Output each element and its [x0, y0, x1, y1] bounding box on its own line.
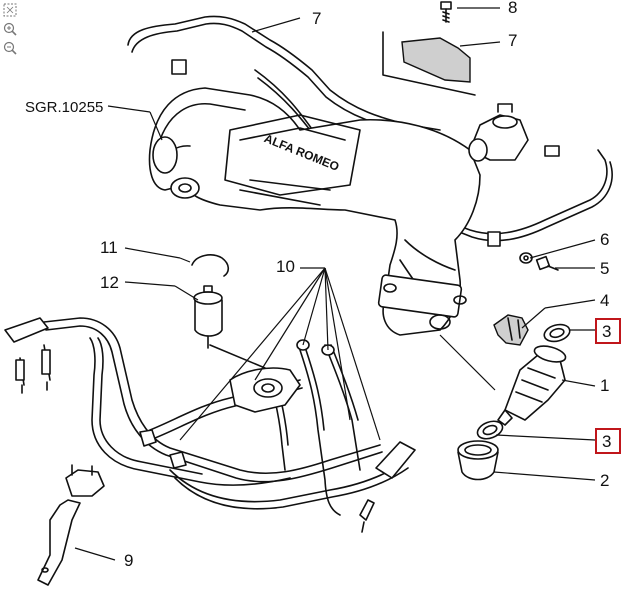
callout-5: 5 [600, 259, 609, 278]
callout-12: 11 [100, 238, 118, 257]
reference-code-label: SGR.10255 [25, 99, 103, 116]
callout-7: 7 [312, 9, 321, 28]
bolt-part-9 [440, 1, 452, 23]
screw-part-5 [535, 255, 559, 271]
callout-11: 10 [276, 257, 295, 276]
callout-3-lower: 3 [602, 432, 611, 451]
hose-harness-part-11 [4, 317, 416, 533]
highlighted-callout-3-lower[interactable]: 3 [595, 428, 621, 454]
fuel-injector-part-1 [497, 345, 567, 426]
callout-1: 1 [600, 376, 609, 395]
callout-4: 4 [600, 291, 609, 310]
valve-part-13 [193, 285, 223, 349]
callout-8: 7 [508, 31, 517, 50]
callout-3-upper: 3 [602, 322, 611, 341]
fit-page-icon[interactable] [2, 2, 18, 18]
clip-part-12 [191, 254, 230, 277]
leader-lines [74, 7, 596, 561]
o-ring-upper [543, 323, 571, 343]
highlight-box [595, 428, 621, 454]
viewer-toolbar [2, 2, 20, 59]
highlight-box [595, 318, 621, 344]
callout-6: 6 [600, 230, 609, 249]
mount-bracket-part-10 [37, 464, 105, 586]
callout-2: 2 [600, 471, 609, 490]
intake-manifold: ALFA ROMEO [148, 87, 529, 336]
bracket-part [382, 31, 476, 96]
callout-13: 12 [100, 273, 119, 292]
injector-clip-part-4 [493, 314, 529, 346]
callout-10: 9 [124, 551, 133, 570]
zoom-out-icon[interactable] [2, 40, 18, 56]
highlighted-callout-3-upper[interactable]: 3 [595, 318, 621, 344]
o-ring-lower [476, 420, 504, 440]
zoom-in-icon[interactable] [2, 21, 18, 37]
callout-9: 8 [508, 0, 517, 17]
seal-cup-part-2 [457, 440, 499, 481]
